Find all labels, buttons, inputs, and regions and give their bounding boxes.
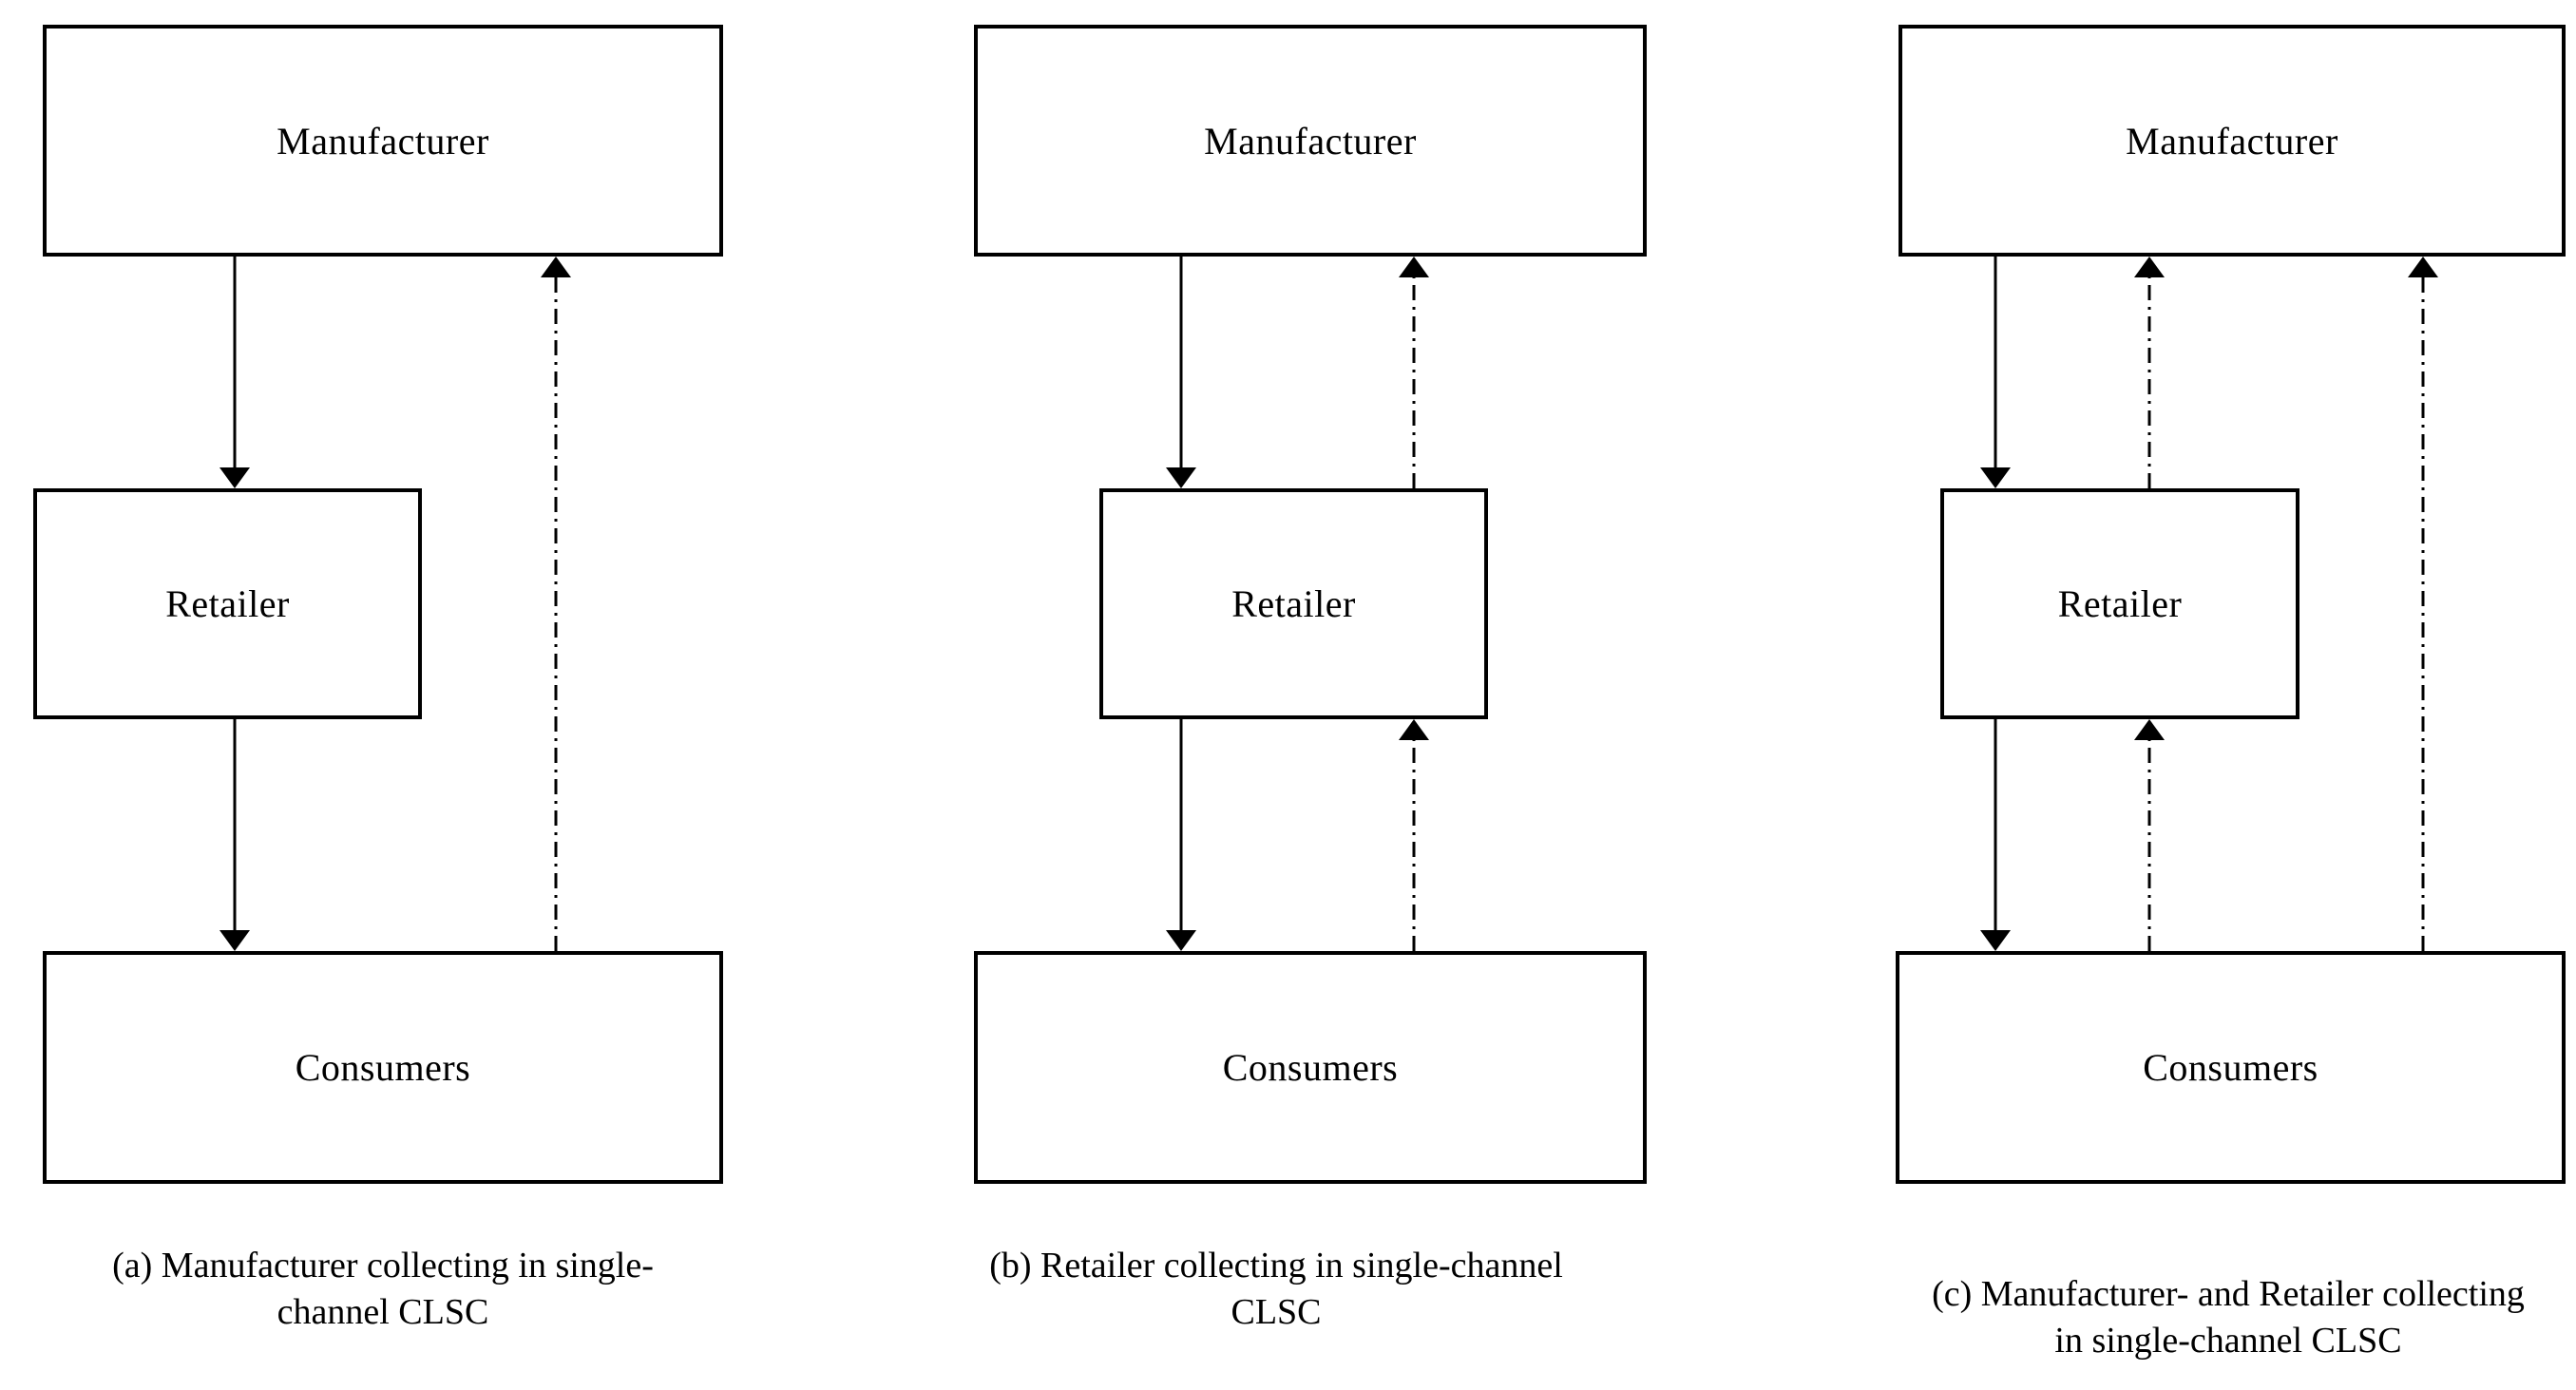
panel-c-forward-arrow-retailer-to-consumers bbox=[1980, 719, 2011, 951]
panel-b-caption: (b) Retailer collecting in single-channe… bbox=[915, 1243, 1637, 1336]
arrowhead-up-icon bbox=[1399, 257, 1429, 277]
panel-c-reverse-arrow-consumers-to-manufacturer bbox=[2408, 257, 2438, 951]
panel-a-forward-arrow-manufacturer-to-retailer bbox=[219, 257, 250, 488]
panel-a-manufacturer-box: Manufacturer bbox=[43, 25, 723, 257]
arrowhead-down-icon bbox=[1980, 467, 2011, 488]
arrowhead-up-icon bbox=[1399, 719, 1429, 740]
panel-a-reverse-arrow-consumers-to-manufacturer bbox=[541, 257, 571, 951]
panel-c-reverse-arrow-consumers-to-retailer bbox=[2134, 719, 2165, 951]
panel-c-retailer-label: Retailer bbox=[2057, 582, 2183, 625]
panel-c-reverse-arrow-retailer-to-manufacturer bbox=[2134, 257, 2165, 488]
panel-b-manufacturer-label: Manufacturer bbox=[1204, 119, 1417, 162]
arrowhead-up-icon bbox=[541, 257, 571, 277]
panel-c-manufacturer-label: Manufacturer bbox=[2126, 119, 2338, 162]
panel-b-caption-line1: (b) Retailer collecting in single-channe… bbox=[989, 1246, 1563, 1285]
panel-b-caption-line2: CLSC bbox=[1231, 1292, 1322, 1332]
panel-b-reverse-arrow-retailer-to-manufacturer bbox=[1399, 257, 1429, 488]
panel-b-retailer-label: Retailer bbox=[1231, 582, 1356, 625]
panel-c-caption-line1: (c) Manufacturer- and Retailer collectin… bbox=[1932, 1274, 2525, 1314]
arrowhead-down-icon bbox=[219, 467, 250, 488]
panel-c-consumers-box: Consumers bbox=[1896, 951, 2566, 1184]
panel-b-consumers-label: Consumers bbox=[1222, 1046, 1399, 1089]
panel-a-retailer-label: Retailer bbox=[165, 582, 290, 625]
arrowhead-down-icon bbox=[1166, 467, 1196, 488]
arrowhead-up-icon bbox=[2408, 257, 2438, 277]
panel-a-consumers-label: Consumers bbox=[295, 1046, 471, 1089]
panel-b-forward-arrow-retailer-to-consumers bbox=[1166, 719, 1196, 951]
arrowhead-down-icon bbox=[1166, 930, 1196, 951]
arrowhead-down-icon bbox=[1980, 930, 2011, 951]
panel-a-consumers-box: Consumers bbox=[43, 951, 723, 1184]
panel-a-manufacturer-label: Manufacturer bbox=[277, 119, 489, 162]
panel-b-manufacturer-box: Manufacturer bbox=[974, 25, 1647, 257]
panel-a-caption-line1: (a) Manufacturer collecting in single- bbox=[112, 1246, 654, 1285]
panel-a-caption: (a) Manufacturer collecting in single- c… bbox=[22, 1243, 744, 1336]
panel-b-forward-arrow-manufacturer-to-retailer bbox=[1166, 257, 1196, 488]
panel-b-retailer-box: Retailer bbox=[1099, 488, 1488, 719]
panel-c-forward-arrow-manufacturer-to-retailer bbox=[1980, 257, 2011, 488]
panel-c-consumers-label: Consumers bbox=[2143, 1046, 2318, 1089]
panel-a-caption-line2: channel CLSC bbox=[277, 1292, 489, 1332]
panel-c-caption-line2: in single-channel CLSC bbox=[2054, 1321, 2402, 1361]
arrowhead-up-icon bbox=[2134, 719, 2165, 740]
panel-b-consumers-box: Consumers bbox=[974, 951, 1647, 1184]
panel-c-manufacturer-box: Manufacturer bbox=[1899, 25, 2566, 257]
panel-c-caption: (c) Manufacturer- and Retailer collectin… bbox=[1867, 1271, 2576, 1364]
arrowhead-up-icon bbox=[2134, 257, 2165, 277]
panel-b-reverse-arrow-consumers-to-retailer bbox=[1399, 719, 1429, 951]
panel-a-forward-arrow-retailer-to-consumers bbox=[219, 719, 250, 951]
panel-c-retailer-box: Retailer bbox=[1940, 488, 2299, 719]
arrowhead-down-icon bbox=[219, 930, 250, 951]
panel-a-retailer-box: Retailer bbox=[33, 488, 422, 719]
